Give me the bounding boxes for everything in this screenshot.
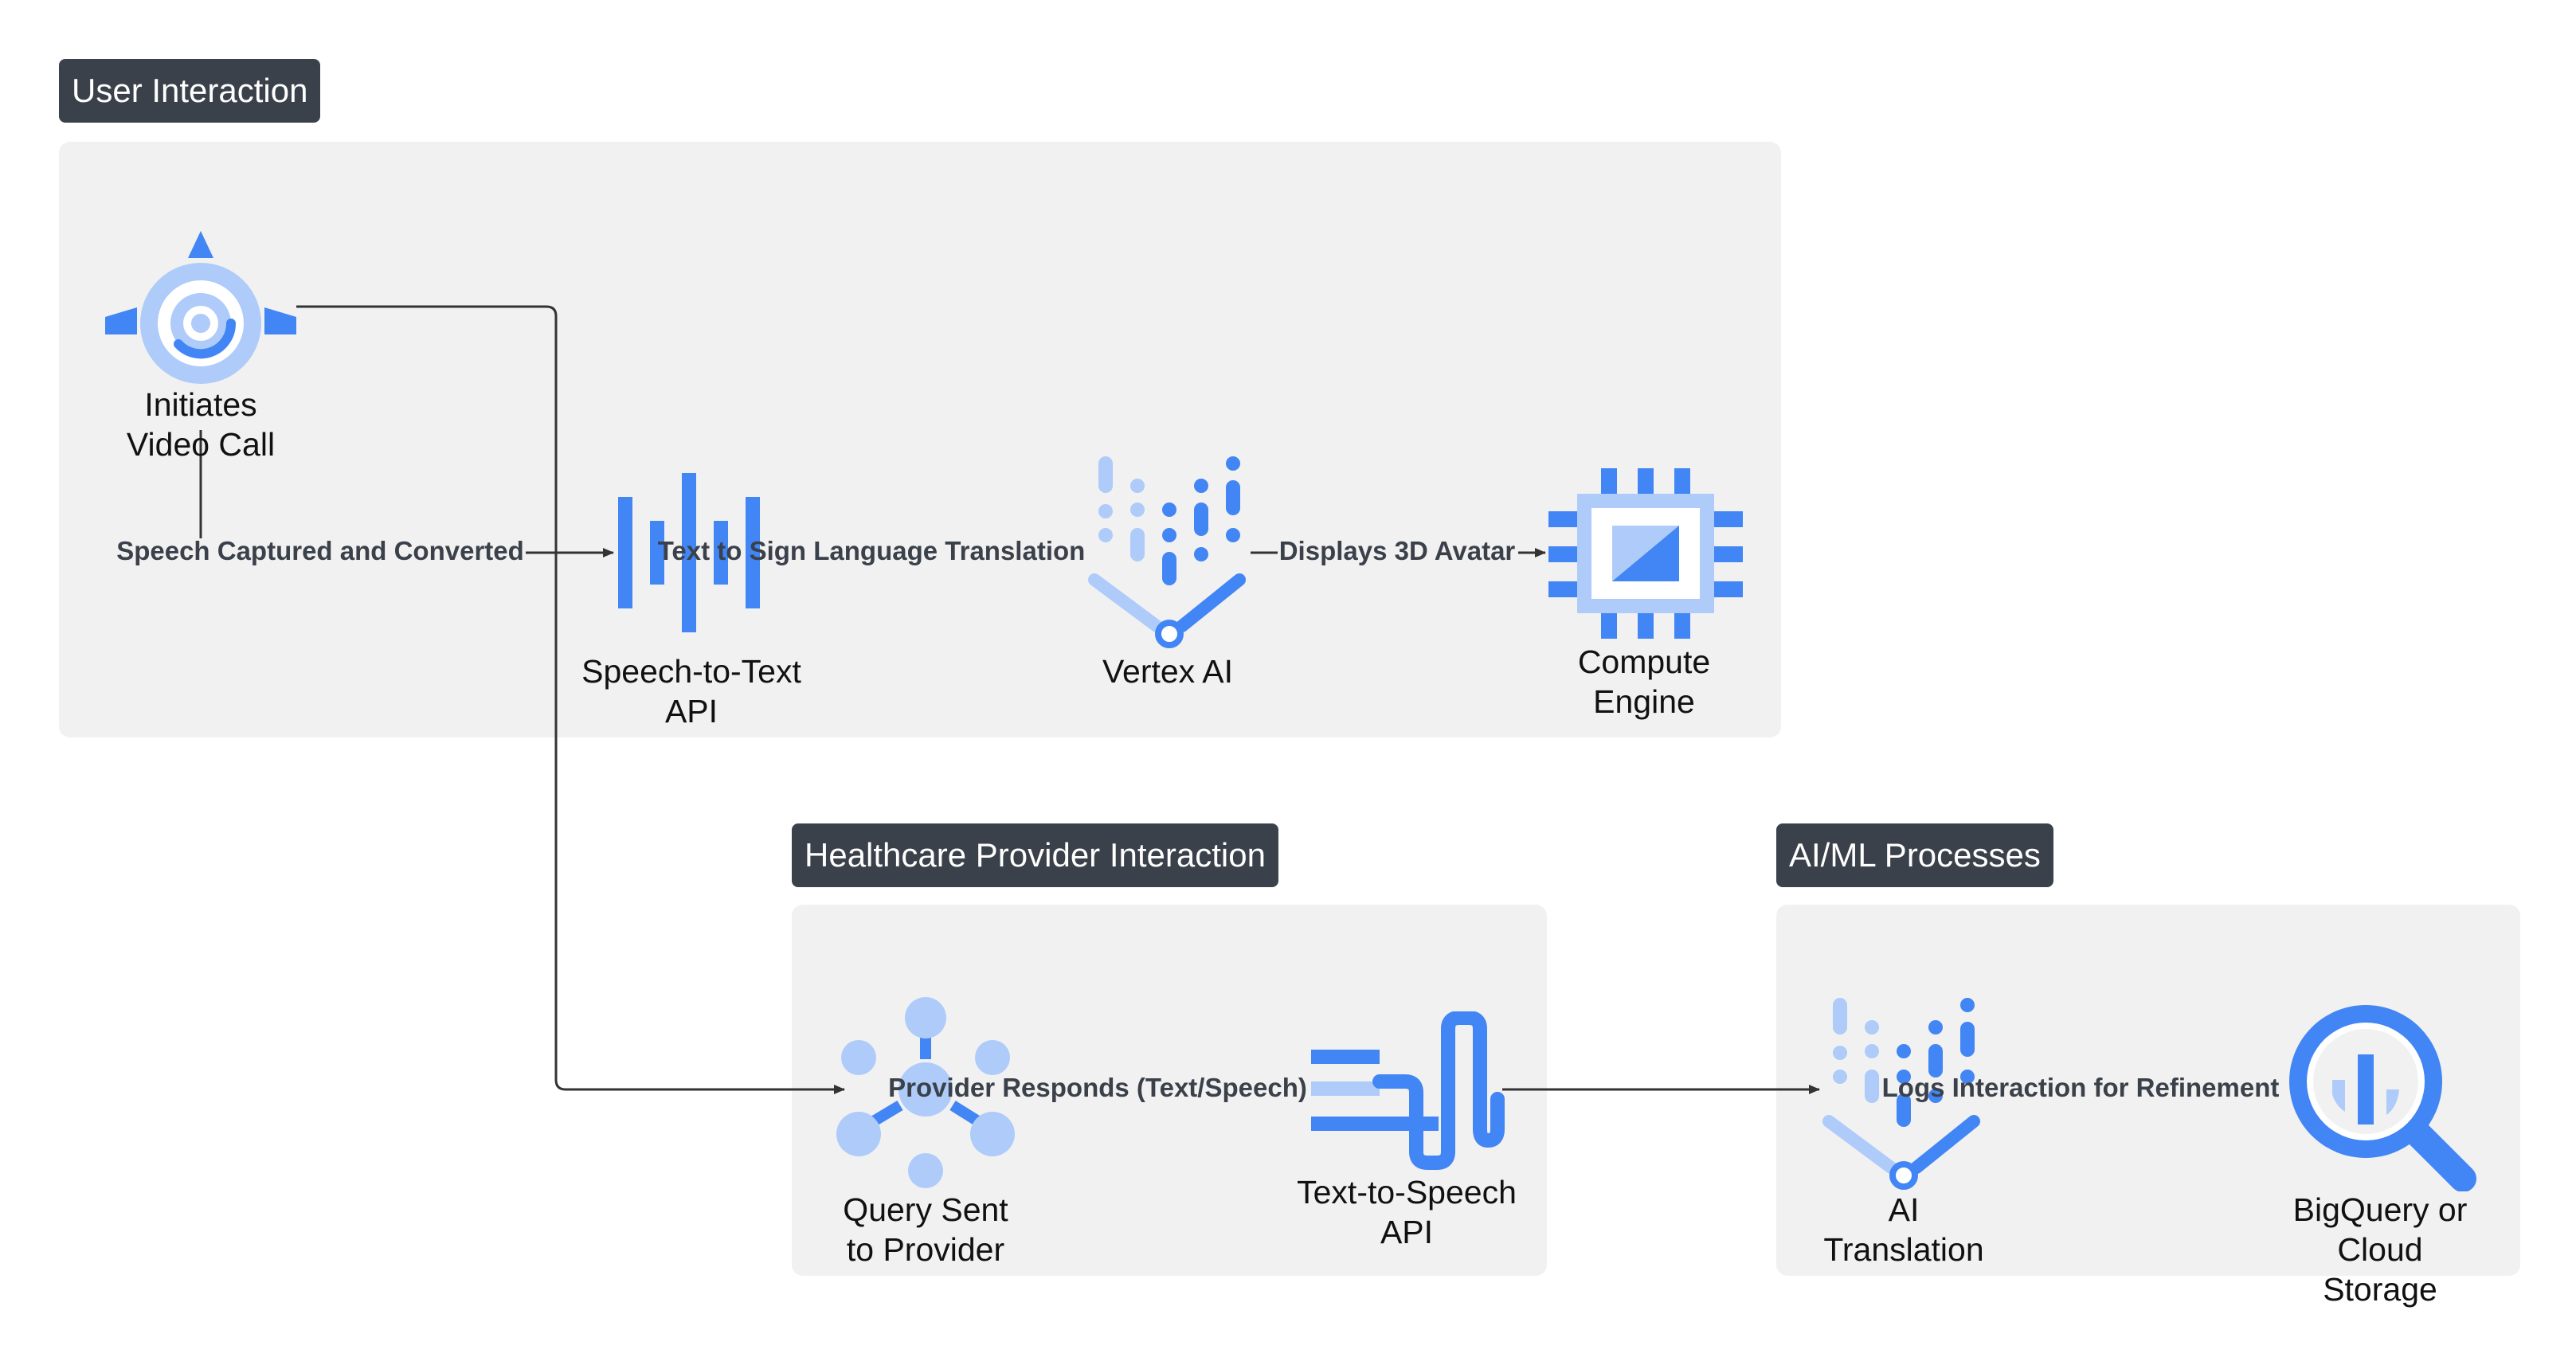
label-compute-engine-line2: Engine	[1593, 683, 1695, 720]
network-hub-icon	[836, 997, 1015, 1188]
text-to-speech-icon	[1311, 1011, 1505, 1170]
label-query-provider: Query Sent to Provider	[843, 1190, 1008, 1269]
label-speech-to-text: Speech-to-Text API	[581, 651, 801, 731]
vertex-ai-icon	[1088, 456, 1246, 648]
edge-label-sign-translation: Text to Sign Language Translation	[657, 536, 1086, 565]
edge-label-provider-responds: Provider Responds (Text/Speech)	[888, 1073, 1307, 1102]
label-text-to-speech: Text-to-Speech API	[1297, 1172, 1517, 1252]
group-label-user-interaction: User Interaction	[59, 59, 321, 123]
label-video-call-line2: Video Call	[126, 426, 276, 463]
label-speech-to-text-line1: Speech-to-Text	[581, 653, 801, 690]
edge-label-speech-captured: Speech Captured and Converted	[116, 536, 524, 565]
label-video-call: Initiates Video Call	[127, 385, 275, 464]
label-video-call-line1: Initiates	[144, 386, 257, 423]
compute-engine-icon	[1548, 468, 1743, 639]
edge-label-logs-interaction: Logs Interaction for Refinement	[1881, 1073, 2280, 1102]
label-compute-engine-line1: Compute	[1577, 643, 1711, 680]
group-label-aiml-processes: AI/ML Processes	[1776, 823, 2053, 887]
label-bigquery: BigQuery or Cloud Storage	[2293, 1190, 2468, 1309]
group-user-interaction	[59, 142, 1781, 737]
ai-translation-icon	[1822, 998, 1980, 1190]
label-compute-engine: Compute Engine	[1578, 642, 1710, 722]
bigquery-icon	[2289, 1005, 2476, 1191]
label-ai-translation: AI Translation	[1823, 1190, 1983, 1269]
label-query-provider-line2: to Provider	[846, 1231, 1005, 1268]
label-vertex-ai: Vertex AI	[1102, 651, 1233, 691]
label-bigquery-line1: BigQuery or	[2292, 1191, 2468, 1228]
edge-label-displays-avatar: Displays 3D Avatar	[1278, 536, 1516, 565]
speech-to-text-icon	[618, 473, 760, 632]
label-query-provider-line1: Query Sent	[843, 1191, 1008, 1228]
label-bigquery-line3: Storage	[2323, 1271, 2437, 1308]
label-text-to-speech-line2: API	[1380, 1214, 1434, 1250]
label-vertex-ai-line1: Vertex AI	[1102, 653, 1234, 690]
label-bigquery-line2: Cloud	[2337, 1231, 2423, 1268]
group-label-provider-interaction: Healthcare Provider Interaction	[792, 823, 1278, 887]
label-speech-to-text-line2: API	[664, 693, 718, 729]
label-ai-translation-line2: Translation	[1823, 1231, 1984, 1268]
video-call-icon	[105, 231, 296, 384]
label-ai-translation-line1: AI	[1888, 1191, 1920, 1228]
label-text-to-speech-line1: Text-to-Speech	[1297, 1174, 1517, 1211]
connector-video-to-query	[296, 305, 845, 1094]
